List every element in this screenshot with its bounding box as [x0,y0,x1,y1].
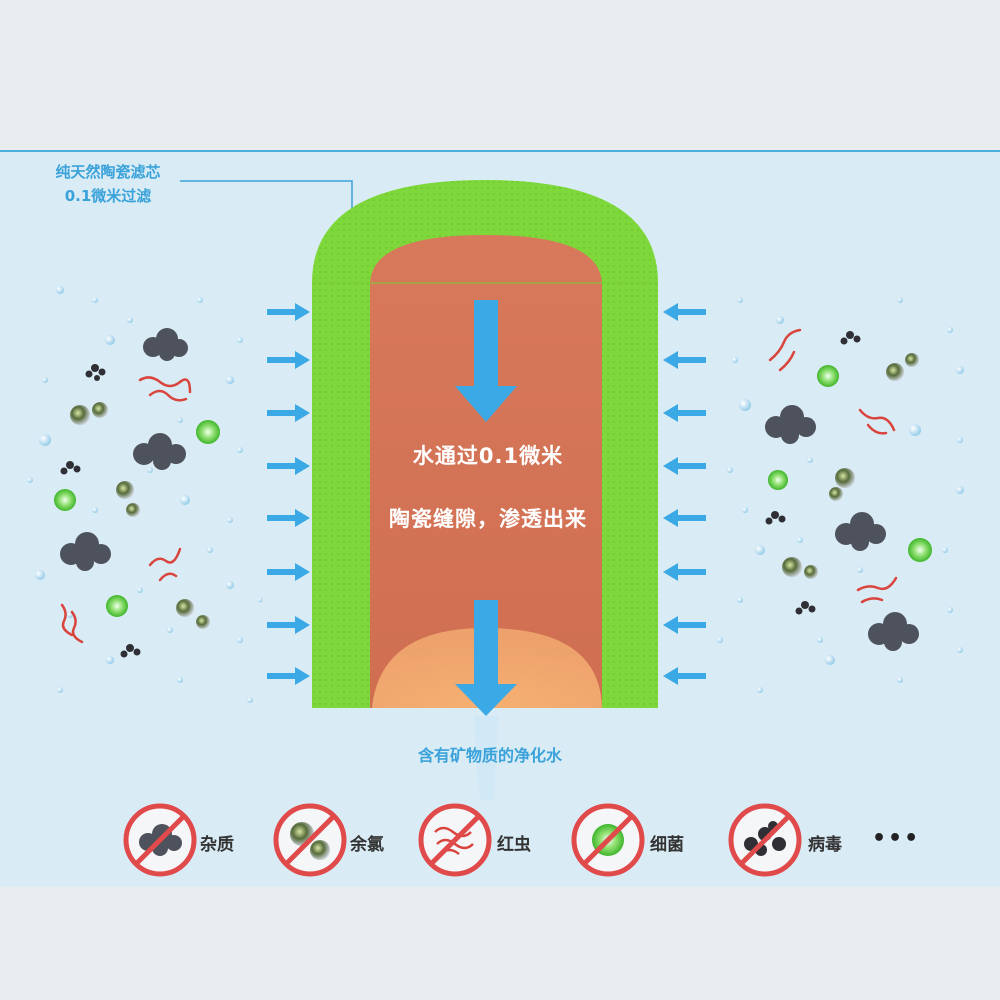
chlorine-particles [70,353,919,629]
legend-icons [123,803,802,877]
impurity-particles [60,328,919,651]
red-worm-particles [60,328,898,644]
right-inflow-arrows [663,303,706,685]
water-stream [474,716,498,800]
bacteria-particles [54,365,932,617]
virus-icon [728,803,802,877]
flow-arrow-top [455,300,517,422]
legend-label-red-worm: 红虫 [497,835,531,855]
impurity-icon [123,803,197,877]
water-bubbles [27,286,964,703]
residual-chlorine-icon [273,803,347,877]
center-text-line2: 陶瓷缝隙，渗透出来 [389,507,587,531]
center-text-line1: 水通过0.1微米 [412,444,564,468]
filter-core [370,235,602,708]
red-worm-icon [418,803,492,877]
filter-callout: 纯天然陶瓷滤芯 0.1微米过滤 [38,160,178,208]
callout-line1: 纯天然陶瓷滤芯 [55,163,161,181]
purified-water-caption: 含有矿物质的净化水 [417,746,562,765]
legend-label-impurity: 杂质 [200,835,234,855]
flow-arrow-bottom [455,600,517,716]
left-inflow-arrows [267,303,310,685]
legend-label-bacteria: 细菌 [650,835,684,855]
virus-particles [60,331,861,658]
bacteria-icon [571,803,645,877]
legend-label-virus: 病毒 [808,835,842,855]
ceramic-filter-cartridge [312,180,658,708]
legend-more: ••• [872,826,921,851]
legend-label-chlorine: 余氯 [350,835,384,855]
callout-line2: 0.1微米过滤 [64,187,152,205]
